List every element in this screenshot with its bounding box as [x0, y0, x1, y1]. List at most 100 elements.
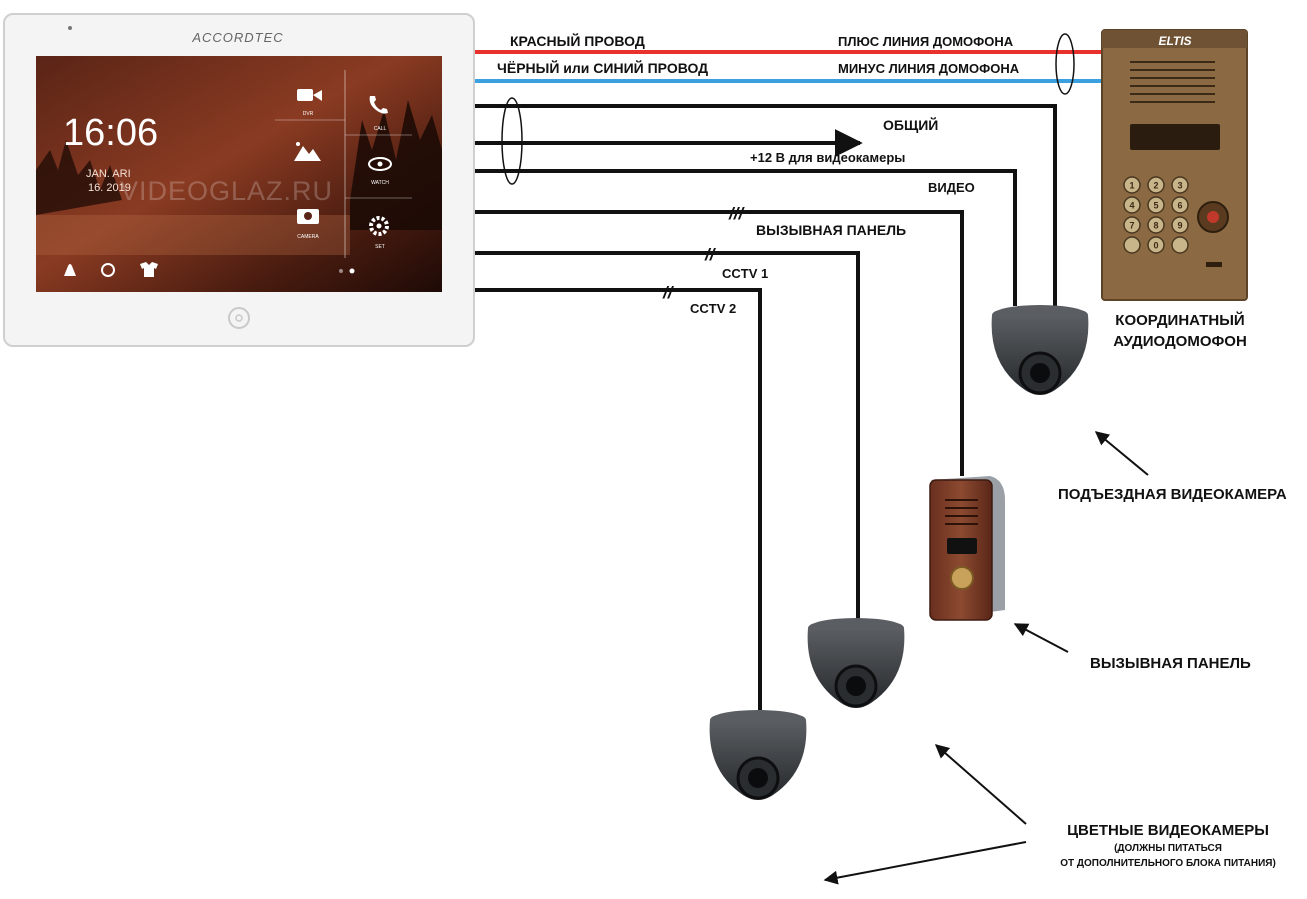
cctv2-label: CCTV 2 — [690, 301, 736, 316]
call-panel-camera-window — [947, 538, 977, 554]
speaker-grille — [1130, 61, 1215, 103]
wires — [475, 33, 1102, 712]
menu-call-label: CALL — [374, 126, 387, 132]
intercom-key-3[interactable] — [1171, 176, 1189, 194]
intercom-key-2[interactable] — [1147, 176, 1165, 194]
eye-icon — [368, 157, 392, 171]
forest-silhouette-left — [36, 140, 122, 215]
wire-bundle-ellipse-right — [1055, 33, 1075, 95]
intercom-key-5[interactable] — [1147, 196, 1165, 214]
wire-labels: КРАСНЫЙ ПРОВОД ЧЁРНЫЙ или СИНИЙ ПРОВОД П… — [497, 32, 1020, 316]
cctv1-dome-camera — [807, 618, 905, 708]
menu-camera[interactable]: CAMERA — [297, 209, 319, 240]
red-wire-label: КРАСНЫЙ ПРОВОД — [510, 32, 645, 49]
cctv1-label: CCTV 1 — [722, 266, 768, 281]
bell-icon[interactable] — [64, 264, 76, 276]
black-blue-wire-label: ЧЁРНЫЙ или СИНИЙ ПРОВОД — [497, 59, 708, 76]
camera-lens — [846, 676, 866, 696]
entrance-dome-camera — [991, 305, 1089, 395]
intercom-key-9[interactable] — [1171, 216, 1189, 234]
intercom-key-7[interactable] — [1123, 216, 1141, 234]
color-cameras-arrow-down — [823, 841, 1027, 885]
menu-set[interactable]: SET — [369, 216, 389, 250]
page-dot-2[interactable] — [349, 268, 355, 274]
plus-line-label: ПЛЮС ЛИНИЯ ДОМОФОНА — [838, 34, 1014, 49]
phone-icon — [369, 96, 388, 114]
tick-mark-2b: // — [662, 283, 675, 302]
entrance-camera-label: ПОДЪЕЗДНАЯ ВИДЕОКАМЕРА — [1058, 486, 1287, 503]
watermark: VIDEOGLAZ.RU — [120, 176, 333, 206]
cctv2-dome-camera — [709, 710, 807, 800]
call-panel-button[interactable] — [950, 566, 974, 590]
intercom-key-label: 8 — [1153, 221, 1158, 231]
page-dot-1[interactable] — [339, 269, 343, 273]
sun-dot — [296, 142, 300, 146]
intercom-key-label: 5 — [1153, 201, 1158, 211]
intercom-top-band — [1102, 30, 1247, 48]
power-note-line2: ОТ ДОПОЛНИТЕЛЬНОГО БЛОКА ПИТАНИЯ) — [1060, 858, 1276, 869]
intercom-key-label: 9 — [1177, 221, 1182, 231]
camera-lens — [1030, 363, 1050, 383]
alarm-clock-icon[interactable] — [101, 263, 115, 277]
intercom-key-label: 7 — [1129, 221, 1134, 231]
home-button[interactable] — [228, 307, 250, 329]
call-panel-wire — [475, 210, 964, 476]
monitor-camera-dot — [68, 26, 72, 30]
call-panel-wire-label: ВЫЗЫВНАЯ ПАНЕЛЬ — [756, 222, 906, 238]
intercom-key-label: 1 — [1129, 181, 1134, 191]
common-wire — [475, 104, 1057, 306]
clock-time: 16:06 — [63, 112, 158, 154]
intercom-key-0[interactable] — [1147, 236, 1165, 254]
monitor-brand: ACCORDTEC — [191, 30, 283, 45]
common-label: ОБЩИЙ — [883, 116, 938, 133]
menu-watch[interactable]: WATCH — [368, 157, 392, 186]
power12-label: +12 В для видеокамеры — [750, 150, 905, 165]
menu-watch-label: WATCH — [371, 180, 389, 186]
entrance-camera-arrow — [1094, 431, 1149, 476]
color-cameras-label: ЦВЕТНЫЕ ВИДЕОКАМЕРЫ — [1067, 822, 1269, 839]
cctv1-wire — [475, 251, 860, 620]
color-cameras-arrow-up — [934, 744, 1027, 825]
menu-dvr-label: DVR — [303, 111, 314, 117]
video-label: ВИДЕО — [928, 180, 975, 195]
video-recorder-icon — [297, 89, 313, 101]
menu-call[interactable]: CALL — [369, 96, 388, 132]
shirt-icon[interactable] — [140, 262, 158, 277]
intercom-key-blank-9[interactable] — [1123, 236, 1141, 254]
intercom-brand: ELTIS — [1158, 34, 1191, 48]
tick-mark-2a: // — [704, 245, 717, 264]
tick-mark-3: /// — [728, 204, 745, 223]
gear-hub — [376, 223, 382, 229]
gear-icon — [369, 216, 389, 236]
intercom-key-6[interactable] — [1171, 196, 1189, 214]
menu-gallery[interactable] — [294, 142, 321, 161]
eye-pupil — [377, 161, 383, 167]
intercom-display — [1130, 124, 1220, 150]
call-panel-speaker — [945, 499, 978, 525]
intercom-key-label: 4 — [1129, 201, 1134, 211]
forest-silhouette-right — [350, 100, 442, 230]
menu-camera-label: CAMERA — [297, 234, 319, 240]
intercom-caption-line1: КООРДИНАТНЫЙ — [1115, 311, 1244, 329]
intercom-key-slot — [1206, 262, 1222, 267]
menu-dvr[interactable]: DVR — [297, 89, 322, 117]
intercom-key-label: 6 — [1177, 201, 1182, 211]
intercom-key-blank-11[interactable] — [1171, 236, 1189, 254]
menu-set-label: SET — [375, 244, 385, 250]
intercom-key-4[interactable] — [1123, 196, 1141, 214]
intercom-key-label: 3 — [1177, 181, 1182, 191]
intercom-caption-line2: АУДИОДОМОФОН — [1113, 333, 1247, 350]
photo-camera-lens — [304, 212, 312, 220]
cctv2-wire — [475, 288, 762, 712]
home-button-inner — [235, 314, 243, 322]
call-panel-label: ВЫЗЫВНАЯ ПАНЕЛЬ — [1090, 655, 1251, 672]
mountain-photo-icon — [294, 146, 321, 161]
intercom-key-8[interactable] — [1147, 216, 1165, 234]
minus-line-label: МИНУС ЛИНИЯ ДОМОФОНА — [838, 61, 1020, 76]
clock-date-line2: 16. 2019 — [88, 182, 131, 194]
wire-bundle-ellipse-left — [501, 97, 523, 185]
intercom-key-1[interactable] — [1123, 176, 1141, 194]
intercom-key-label: 0 — [1153, 241, 1158, 251]
